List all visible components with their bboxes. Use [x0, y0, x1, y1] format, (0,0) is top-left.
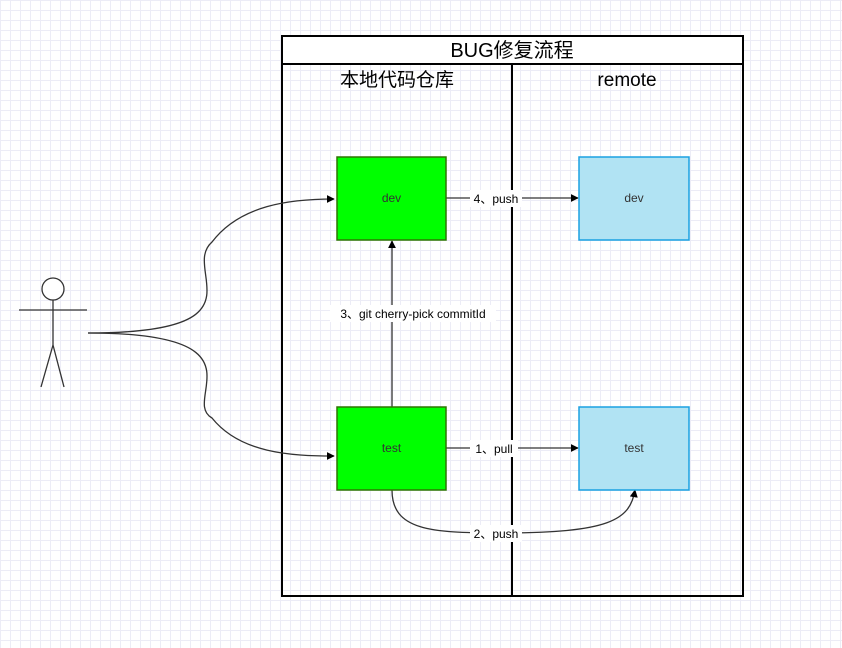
- node-remote-dev[interactable]: dev: [578, 156, 690, 241]
- node-local-dev-label: dev: [382, 191, 401, 205]
- node-local-test-label: test: [382, 441, 402, 455]
- node-local-test-box[interactable]: [336, 406, 447, 491]
- edge-label-pull-test: 1、pull: [475, 442, 512, 456]
- node-local-dev[interactable]: dev: [336, 156, 447, 241]
- node-remote-test-box[interactable]: [578, 406, 690, 491]
- node-remote-test[interactable]: test: [578, 406, 690, 491]
- node-remote-dev-label: dev: [624, 191, 643, 205]
- pool-header: [281, 35, 744, 65]
- edge-label-push-dev: 4、push: [474, 192, 519, 206]
- node-local-dev-box[interactable]: [336, 156, 447, 241]
- node-remote-test-label: test: [624, 441, 644, 455]
- edge-label-bg-push-dev: [470, 190, 522, 207]
- swimlane-pool: BUG修复流程 本地代码仓库 remote: [281, 35, 744, 597]
- edge-label-bg-pull-test: [470, 440, 518, 457]
- node-remote-dev-box[interactable]: [578, 156, 690, 241]
- actor-user-icon[interactable]: [19, 277, 87, 388]
- edge-actor-to-test[interactable]: [87, 332, 335, 460]
- edge-actor-to-dev[interactable]: [87, 195, 335, 334]
- edge-label-push-test: 2、push: [474, 527, 519, 541]
- lane-title-remote: remote: [597, 70, 656, 91]
- edge-label-cherry-pick: 3、git cherry-pick commitId: [340, 307, 485, 321]
- lane-title-local: 本地代码仓库: [340, 69, 454, 91]
- node-local-test[interactable]: test: [336, 406, 447, 491]
- pool-title: BUG修复流程: [450, 39, 573, 62]
- edge-label-bg-push-test: [470, 525, 522, 542]
- edge-label-bg-cherry-pick: [330, 305, 496, 322]
